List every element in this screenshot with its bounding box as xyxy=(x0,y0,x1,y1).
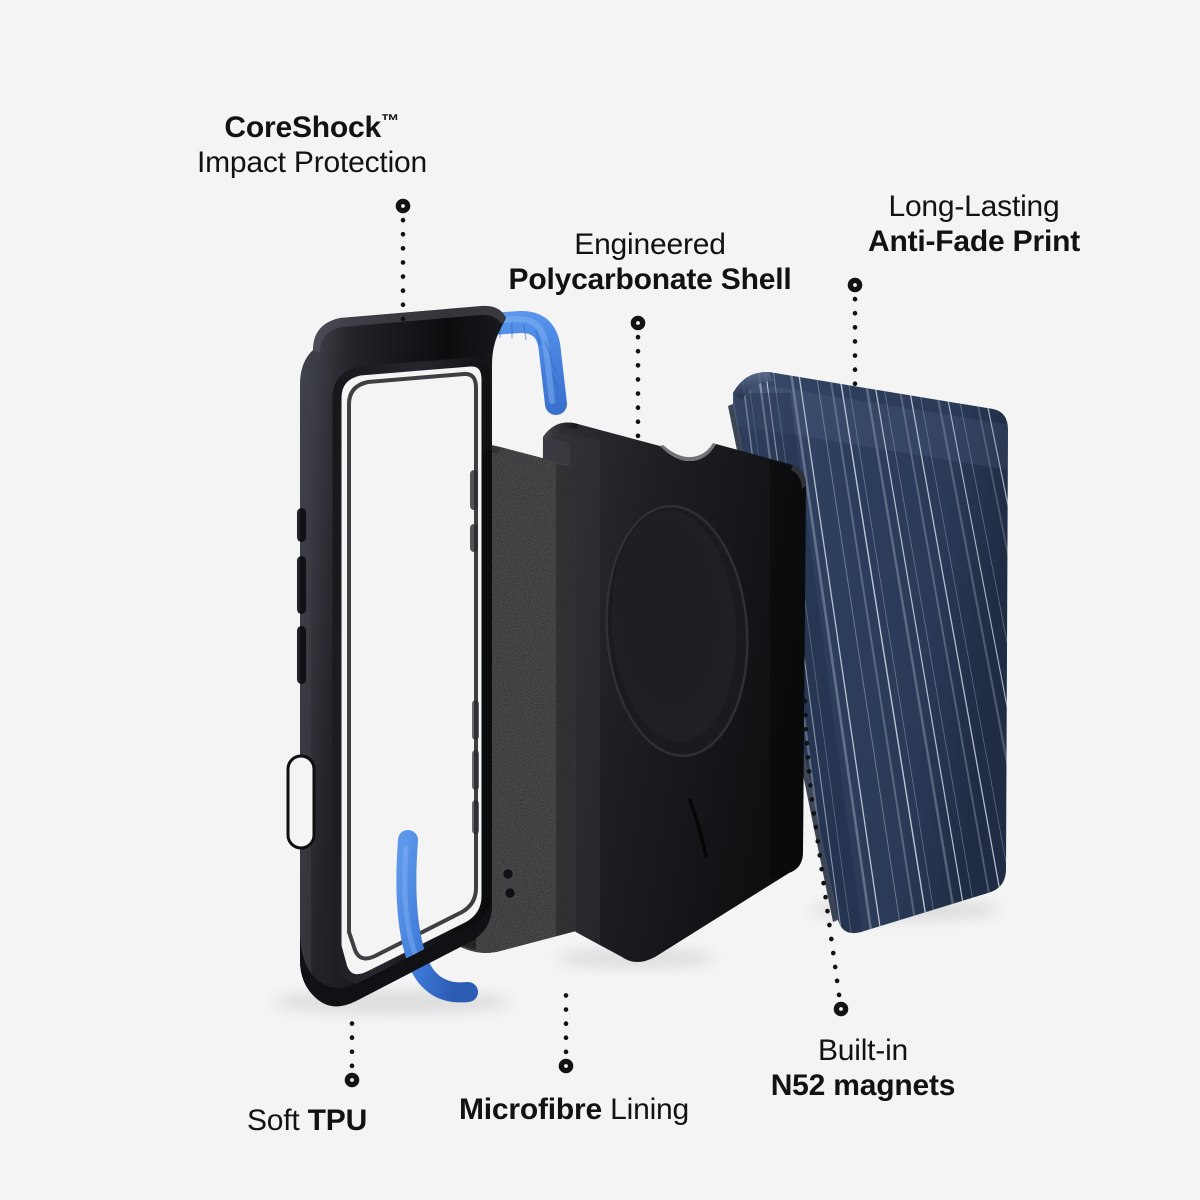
callout-anti-fade-line1: Long-Lasting xyxy=(888,190,1060,223)
callout-magnets-line2: N52 magnets xyxy=(770,1068,956,1102)
callout-microfibre-text: Microfibre Lining xyxy=(0,1093,1174,1128)
callout-magnets-line1: Built-in xyxy=(817,1034,909,1067)
callout-coreshock: CoreShock™ Impact Protection xyxy=(0,110,912,181)
callout-anti-fade-line2: Anti-Fade Print xyxy=(868,224,1080,258)
callout-n52-magnets: Built-in N52 magnets xyxy=(263,1034,1200,1104)
callout-coreshock-line1: CoreShock™ xyxy=(224,110,400,145)
callout-microfibre-regular: Lining xyxy=(610,1093,690,1126)
trademark-symbol: ™ xyxy=(381,110,400,131)
callout-polycarbonate-line2: Polycarbonate Shell xyxy=(508,262,792,296)
callout-microfibre-lining: Microfibre Lining xyxy=(0,1093,1174,1128)
speaker-hole xyxy=(504,887,516,899)
callout-soft-tpu-text: Soft TPU xyxy=(0,1104,907,1139)
magsafe-indent xyxy=(605,505,749,757)
callout-microfibre-bold: Microfibre xyxy=(458,1093,611,1126)
alignment-slot xyxy=(688,798,708,858)
callout-soft-tpu-bold: TPU xyxy=(307,1104,368,1137)
callout-coreshock-line2: Impact Protection xyxy=(196,146,428,180)
speaker-hole xyxy=(502,868,514,880)
callout-polycarbonate-shell: Engineered Polycarbonate Shell xyxy=(50,228,1200,298)
callout-soft-tpu-regular: Soft xyxy=(246,1104,308,1137)
callout-anti-fade-print: Long-Lasting Anti-Fade Print xyxy=(374,190,1200,260)
right-rail-details xyxy=(462,450,517,946)
button-cutout xyxy=(288,756,314,848)
callout-polycarbonate-line1: Engineered xyxy=(574,228,726,261)
callout-soft-tpu: Soft TPU xyxy=(0,1104,907,1139)
tpu-bumper-frame xyxy=(286,305,567,1007)
polycarbonate-shell xyxy=(540,422,806,962)
side-buttons xyxy=(286,508,316,850)
